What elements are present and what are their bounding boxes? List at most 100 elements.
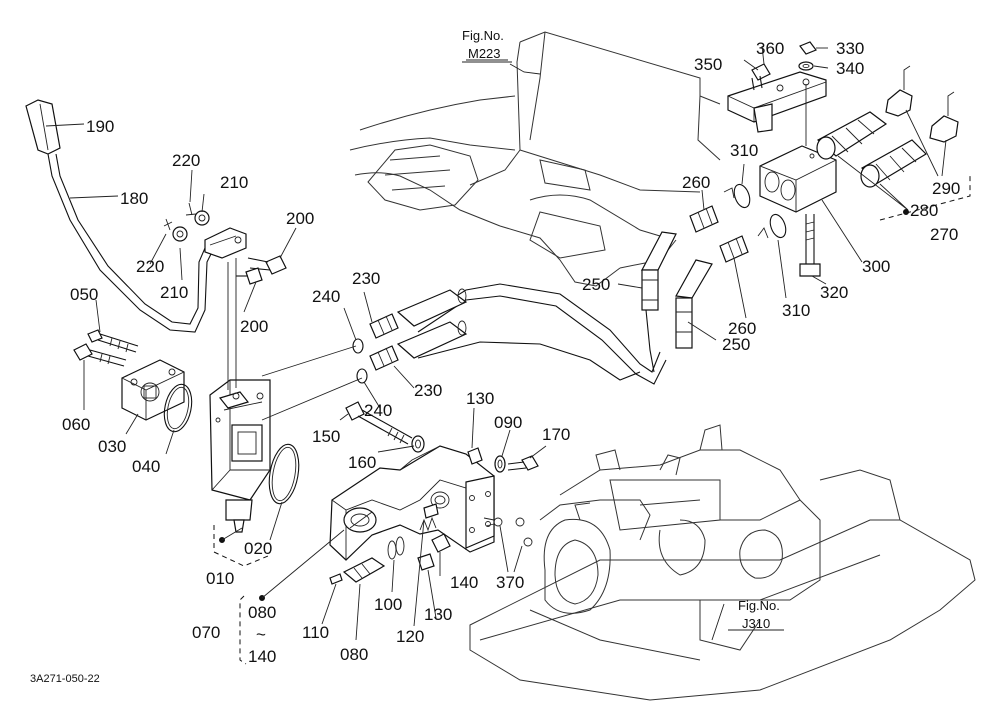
label-260-upper: 260 — [682, 173, 710, 192]
label-120: 120 — [396, 627, 424, 646]
label-240-lower: 240 — [364, 401, 392, 420]
coupler-280-lower — [860, 139, 927, 188]
label-230-lower: 230 — [414, 381, 442, 400]
label-310-upper: 310 — [730, 141, 758, 160]
bolt-200-upper — [247, 255, 287, 275]
bolt-320 — [799, 214, 821, 277]
washer-160 — [411, 435, 425, 453]
label-150: 150 — [312, 427, 340, 446]
label-350: 350 — [694, 55, 722, 74]
label-130-lower: 130 — [424, 605, 452, 624]
group-range-start: 080 — [248, 603, 276, 622]
spring-120 — [419, 503, 439, 532]
label-220-lower: 220 — [136, 257, 164, 276]
bolt-050 — [87, 329, 139, 353]
dust-cap-290-upper — [885, 65, 913, 117]
o-ring-040 — [163, 383, 193, 433]
part-number-labels: 190 180 220 210 220 210 200 200 050 060 … — [62, 39, 960, 666]
label-060: 060 — [62, 415, 90, 434]
label-220-upper: 220 — [172, 151, 200, 170]
washer-210-upper — [194, 210, 210, 226]
lever-bracket — [204, 227, 247, 259]
fig-ref-j310-code: J310 — [742, 616, 770, 631]
label-050: 050 — [70, 285, 98, 304]
bolt-170 — [507, 455, 539, 471]
control-valve-010 — [209, 258, 271, 533]
label-140: 140 — [450, 573, 478, 592]
label-310-lower: 310 — [782, 301, 810, 320]
label-160: 160 — [348, 453, 376, 472]
label-260-lower: 260 — [728, 319, 756, 338]
flange-030 — [121, 359, 185, 421]
o-rings-100 — [387, 536, 405, 560]
bracket-350 — [727, 71, 827, 146]
label-010: 010 — [206, 569, 234, 588]
label-190: 190 — [86, 117, 114, 136]
fig-ref-m223-code: M223 — [468, 46, 501, 61]
coupler-280-upper — [816, 111, 888, 160]
plug-130-lower — [417, 553, 435, 571]
snap-ring-310-lower — [757, 213, 787, 239]
o-ring-240-lower — [356, 368, 368, 384]
spool-080 — [342, 557, 386, 583]
snap-ring-310-upper — [723, 183, 751, 209]
group-range-tilde: ~ — [256, 625, 266, 644]
label-200-upper: 200 — [286, 209, 314, 228]
pin-220-lower — [163, 218, 173, 231]
plug-140 — [431, 533, 451, 553]
hose-pipe-upper — [417, 283, 667, 385]
label-040: 040 — [132, 457, 160, 476]
pin-110 — [329, 573, 343, 585]
housing-outline-m223 — [349, 31, 721, 287]
figure-reference-labels: Fig.No. M223 Fig.No. J310 — [462, 28, 780, 631]
label-240-upper: 240 — [312, 287, 340, 306]
label-340: 340 — [836, 59, 864, 78]
label-080: 080 — [340, 645, 368, 664]
label-230-upper: 230 — [352, 269, 380, 288]
pin-220-upper — [185, 202, 197, 216]
fig-ref-m223-title: Fig.No. — [462, 28, 504, 43]
nut-330 — [799, 41, 817, 55]
engine-case-outline-j310 — [469, 424, 976, 701]
o-rings-370 — [483, 517, 533, 547]
fitting-230-upper — [369, 288, 468, 339]
o-ring-020 — [268, 443, 300, 505]
drawing-code: 3A271-050-22 — [30, 673, 100, 685]
coupler-block-300 — [759, 145, 837, 213]
bolt-200-lower — [236, 267, 263, 285]
bolt-150 — [345, 401, 413, 445]
group-bracket-270 — [879, 176, 971, 221]
o-ring-240-upper — [352, 338, 364, 354]
label-360: 360 — [756, 39, 784, 58]
bolt-060 — [73, 343, 127, 367]
control-lever-190 — [25, 99, 61, 155]
plug-130-upper — [467, 447, 483, 465]
hose-pipe-lower — [417, 341, 641, 381]
label-110: 110 — [302, 623, 329, 642]
label-290: 290 — [932, 179, 960, 198]
label-270: 270 — [930, 225, 958, 244]
washer-090 — [494, 455, 506, 473]
leader-lines — [45, 45, 947, 641]
label-210-lower: 210 — [160, 283, 188, 302]
label-200-lower: 200 — [240, 317, 268, 336]
label-180: 180 — [120, 189, 148, 208]
valve-mounting-body — [329, 445, 495, 561]
adapter-260-lower — [719, 235, 749, 263]
hose-250-upper — [641, 231, 677, 373]
label-070: 070 — [192, 623, 220, 642]
label-330: 330 — [836, 39, 864, 58]
lever-rod-180 — [47, 153, 231, 333]
label-210-upper: 210 — [220, 173, 248, 192]
label-020: 020 — [244, 539, 272, 558]
label-100: 100 — [374, 595, 402, 614]
label-250-upper: 250 — [582, 275, 610, 294]
dust-cap-290-lower — [929, 91, 959, 143]
label-280: 280 — [910, 201, 938, 220]
bolt-360 — [751, 63, 771, 91]
label-130-upper: 130 — [466, 389, 494, 408]
label-090: 090 — [494, 413, 522, 432]
hose-250-lower — [675, 259, 713, 349]
